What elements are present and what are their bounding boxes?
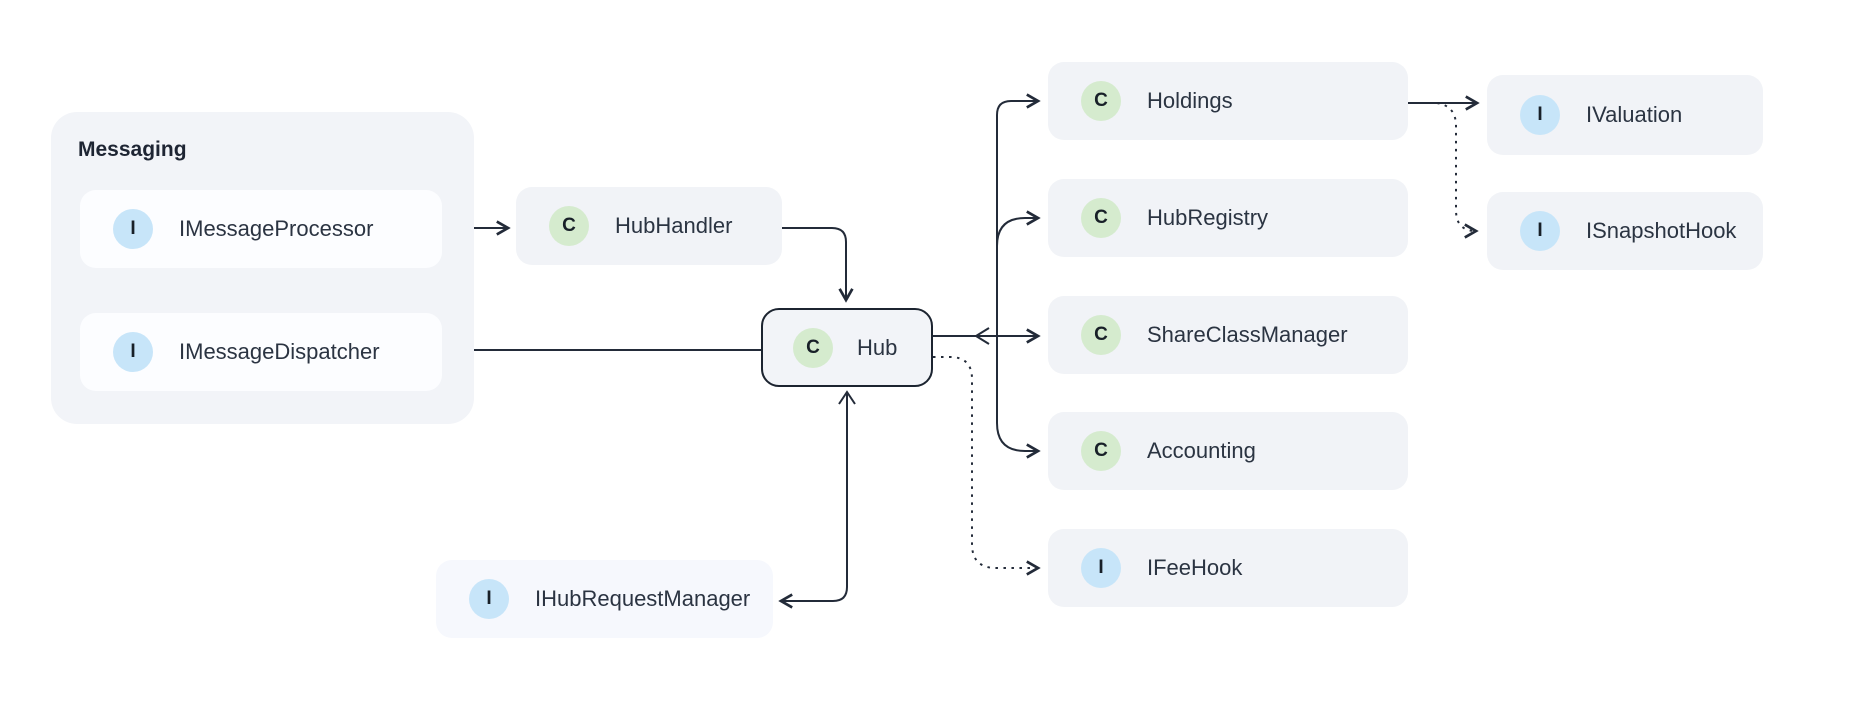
node-imessagedispatcher[interactable]: I IMessageDispatcher xyxy=(80,313,442,391)
interface-badge: I xyxy=(1081,548,1121,588)
class-badge: C xyxy=(1081,198,1121,238)
class-badge: C xyxy=(793,327,833,368)
node-shareclassmanager[interactable]: C ShareClassManager xyxy=(1048,296,1408,374)
class-badge: C xyxy=(1081,81,1121,121)
node-label: ISnapshotHook xyxy=(1586,218,1737,243)
node-ivaluation[interactable]: I IValuation xyxy=(1487,75,1763,155)
class-badge: C xyxy=(1081,315,1121,355)
node-label: IMessageProcessor xyxy=(179,216,374,241)
edge-hub-to-ifeehook xyxy=(933,356,1041,576)
edge-holdings-to-isnapshothook xyxy=(1436,102,1479,239)
node-label: HubHandler xyxy=(615,213,733,238)
interface-badge: I xyxy=(1520,211,1560,251)
interface-badge: I xyxy=(1520,95,1560,135)
node-label: Holdings xyxy=(1147,88,1233,113)
node-hubhandler[interactable]: C HubHandler xyxy=(516,187,782,265)
edge-junction-back-arrowhead xyxy=(974,327,990,345)
interface-badge: I xyxy=(469,579,509,619)
node-accounting[interactable]: C Accounting xyxy=(1048,412,1408,490)
interface-badge: I xyxy=(113,209,153,249)
edge-hubhandler-to-hub xyxy=(782,227,854,303)
class-badge: C xyxy=(549,206,589,246)
node-ifeehook[interactable]: I IFeeHook xyxy=(1048,529,1408,607)
class-badge: C xyxy=(1081,431,1121,471)
group-title: Messaging xyxy=(78,138,187,161)
node-ihubrequestmanager[interactable]: I IHubRequestManager xyxy=(436,560,773,638)
node-label: HubRegistry xyxy=(1147,205,1269,230)
edge-ihubrequestmanager-to-hub-arrowhead xyxy=(838,390,856,405)
node-label: IFeeHook xyxy=(1147,555,1243,580)
node-label: Accounting xyxy=(1147,438,1256,463)
node-holdings[interactable]: C Holdings xyxy=(1048,62,1408,140)
node-label: IHubRequestManager xyxy=(535,586,751,611)
node-hub[interactable]: C Hub xyxy=(761,308,933,387)
node-label: IValuation xyxy=(1586,102,1683,127)
interface-badge: I xyxy=(113,332,153,372)
node-hubregistry[interactable]: C HubRegistry xyxy=(1048,179,1408,257)
edge-hub-to-hubregistry xyxy=(996,210,1041,247)
node-imessageprocessor[interactable]: I IMessageProcessor xyxy=(80,190,442,268)
node-label: ShareClassManager xyxy=(1147,322,1348,347)
node-label: IMessageDispatcher xyxy=(179,339,380,364)
node-label: Hub xyxy=(857,334,898,360)
edge-hub-to-ihubrequestmanager xyxy=(778,394,848,609)
edge-hub-to-holdings xyxy=(996,93,1041,336)
node-isnapshothook[interactable]: I ISnapshotHook xyxy=(1487,192,1763,270)
edge-hub-to-accounting xyxy=(996,336,1041,459)
